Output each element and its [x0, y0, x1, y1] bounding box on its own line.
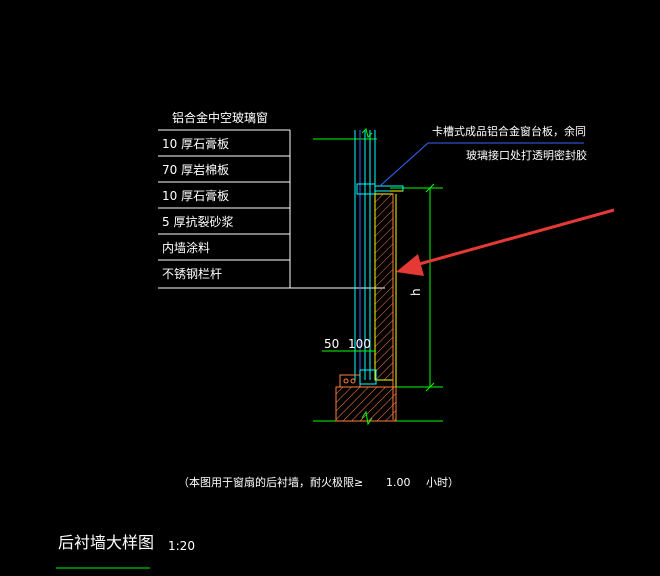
note-text: （本图用于窗扇的后衬墙，耐火极限≥ [178, 475, 363, 489]
material-layer-2: 70 厚岩棉板 [162, 162, 229, 177]
dim-left-b: 100 [348, 337, 371, 351]
callout-line-1: 卡槽式成品铝合金窗台板，余同 [432, 124, 586, 138]
material-layer-4: 5 厚抗裂砂浆 [162, 214, 233, 229]
fire-rating-note: （本图用于窗扇的后衬墙，耐火极限≥ 1.00 小时） [178, 475, 459, 489]
material-table: 铝合金中空玻璃窗 10 厚石膏板 70 厚岩棉板 10 厚石膏板 5 厚抗裂砂浆… [158, 110, 385, 289]
material-layer-5: 内墙涂料 [162, 240, 210, 255]
material-layer-6: 不锈钢栏杆 [162, 266, 222, 281]
lining-wall [335, 193, 397, 426]
callout-line-2: 玻璃接口处打透明密封胶 [466, 148, 587, 162]
material-header: 铝合金中空玻璃窗 [172, 110, 268, 125]
drawing-title-block: 后衬墙大样图 1:20 [56, 533, 195, 569]
dim-left-a: 50 [324, 337, 339, 351]
dim-height-label: h [409, 288, 423, 296]
height-dimension: h [409, 183, 435, 392]
material-layer-1: 10 厚石膏板 [162, 136, 229, 151]
drawing-title: 后衬墙大样图 [58, 533, 154, 552]
window-section [354, 128, 404, 380]
note-value: 1.00 [386, 476, 411, 489]
material-layer-3: 10 厚石膏板 [162, 188, 229, 203]
red-arrow-icon [396, 208, 615, 276]
callout: 卡槽式成品铝合金窗台板，余同 玻璃接口处打透明密封胶 [379, 124, 587, 187]
drawing-scale: 1:20 [168, 539, 195, 553]
note-unit: 小时） [426, 476, 459, 489]
small-dimensions: 50 100 [322, 337, 376, 352]
